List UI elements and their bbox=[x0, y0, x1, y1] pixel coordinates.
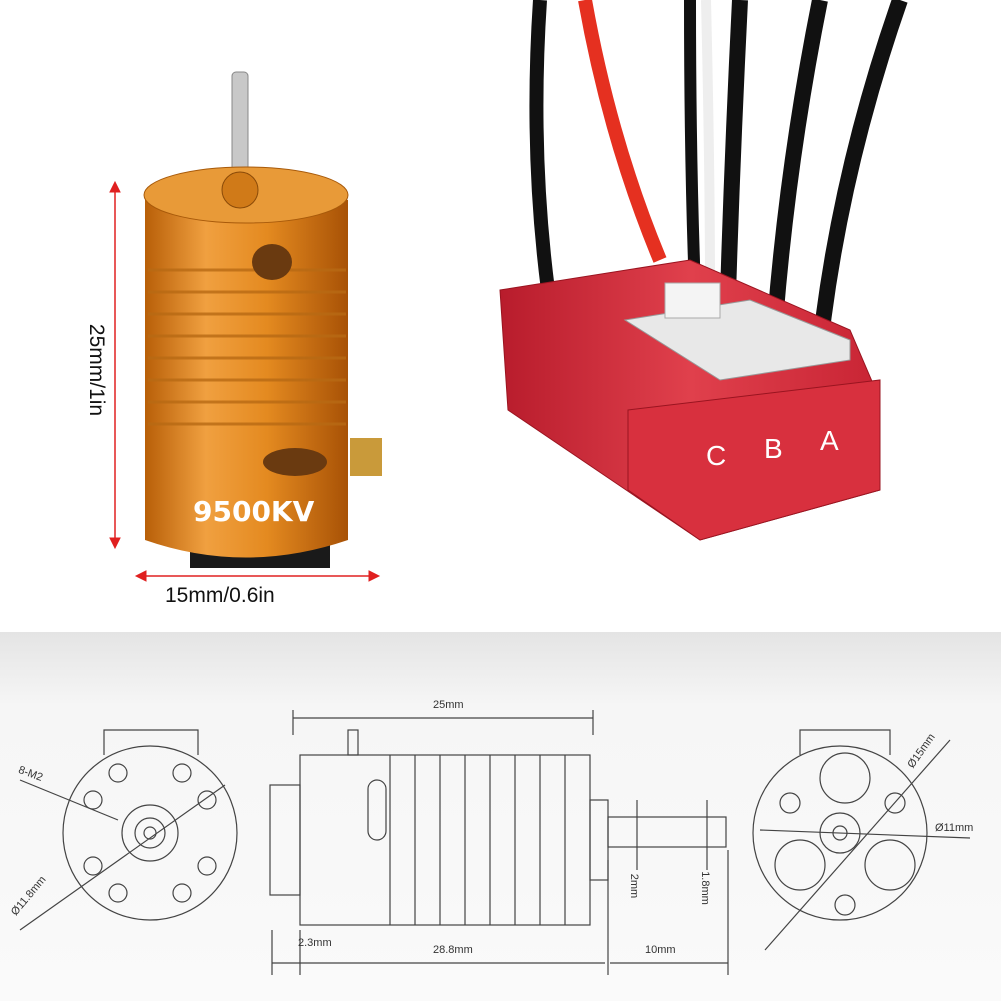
motor-solder-tabs bbox=[350, 438, 382, 476]
motor-height-label: 25mm/1in bbox=[85, 323, 109, 417]
esc-phase-a: A bbox=[820, 425, 839, 456]
motor-kv-label: 9500KV bbox=[193, 495, 315, 528]
shaft-length-label: 10mm bbox=[645, 944, 676, 956]
esc-photo bbox=[499, 0, 908, 541]
esc-phase-b: B bbox=[764, 433, 783, 464]
side-view-drawing bbox=[269, 710, 729, 975]
height-dimension-arrow bbox=[109, 180, 121, 550]
motor-shaft bbox=[231, 71, 249, 183]
body-length-label: 25mm bbox=[433, 699, 464, 711]
shaft-diameter-label: 2mm bbox=[628, 873, 641, 899]
total-length-label: 28.8mm bbox=[433, 944, 473, 956]
rear-view-drawing bbox=[752, 729, 971, 951]
width-dimension-arrow bbox=[134, 570, 381, 582]
technical-drawing-background bbox=[0, 632, 1001, 1001]
rear-offset-label: 2.3mm bbox=[298, 937, 332, 949]
esc-phase-c: C bbox=[706, 440, 727, 471]
motor-width-label: 15mm/0.6in bbox=[165, 584, 275, 607]
bolt-circle-label: Ø11mm bbox=[935, 822, 974, 834]
front-view-drawing bbox=[19, 729, 238, 931]
motor-photo bbox=[143, 71, 382, 568]
shaft-flat-label: 1.8mm bbox=[698, 871, 711, 905]
